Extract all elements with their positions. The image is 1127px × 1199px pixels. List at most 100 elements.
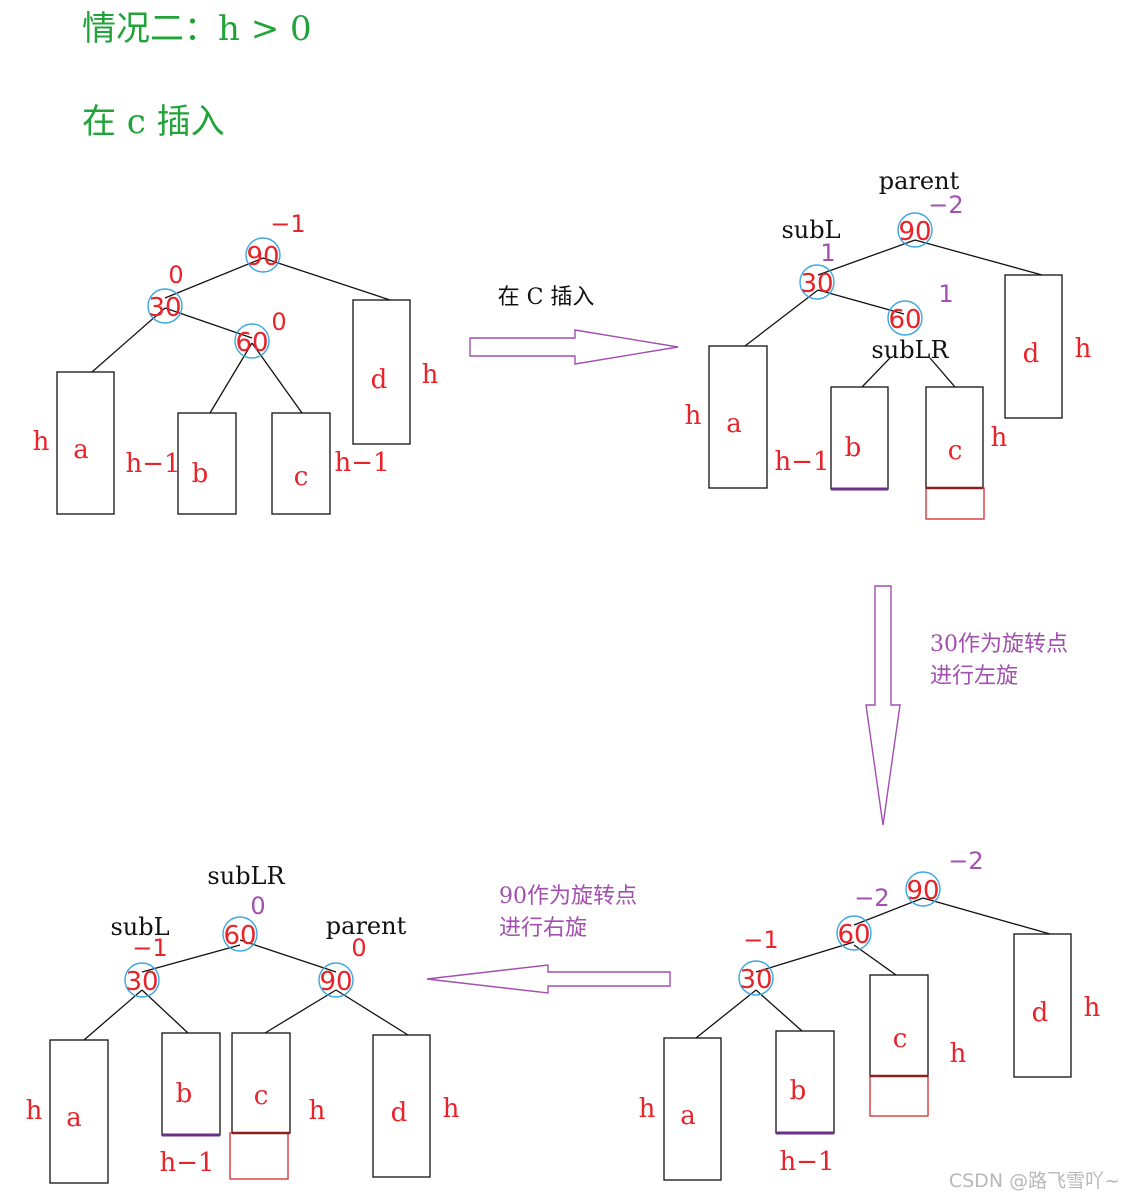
subtree-box-a	[56, 371, 115, 515]
box-label-a: a	[726, 409, 742, 439]
balance-30: −1	[132, 934, 167, 962]
subtree-box-d	[1013, 933, 1072, 1078]
height-b: h−1	[159, 1148, 214, 1178]
title-insert-at-c: 在 c 插入	[82, 102, 225, 142]
balance-90: −2	[928, 191, 963, 219]
balance-90: −1	[270, 210, 305, 238]
node-circle	[147, 288, 183, 324]
node-30: 30	[125, 967, 158, 997]
node-30: 30	[739, 965, 772, 995]
subtree-box-a	[663, 1037, 722, 1181]
node-90: 90	[246, 242, 279, 272]
edge	[929, 357, 956, 388]
node-circle	[897, 212, 933, 248]
box-label-c: c	[254, 1081, 269, 1111]
node-circle	[836, 915, 872, 951]
balance-30: −1	[743, 926, 778, 954]
balance-90: −2	[948, 847, 983, 875]
tree-3: 90 60 30 −2 −2 −1 a b c d h h−1 h h	[639, 847, 1101, 1181]
edge	[164, 257, 264, 299]
node-circle	[799, 264, 835, 300]
edge	[755, 989, 803, 1032]
subtree-box-d	[1004, 274, 1063, 419]
box-label-d: d	[1032, 998, 1049, 1028]
edge	[922, 897, 1051, 935]
node-30: 30	[800, 269, 833, 299]
node-90: 90	[906, 876, 939, 906]
node-60: 60	[223, 921, 256, 951]
node-circle	[738, 960, 774, 996]
note-right-rotate-line2: 进行右旋	[499, 916, 587, 941]
balance-60: 0	[250, 892, 265, 920]
height-d: h	[422, 360, 439, 390]
height-d: h	[1075, 334, 1092, 364]
box-label-a: a	[73, 435, 89, 465]
edge	[209, 342, 253, 414]
edge	[817, 239, 916, 276]
node-circle	[222, 916, 258, 952]
subtree-box-a	[49, 1039, 109, 1184]
node-circle	[905, 871, 941, 907]
node-60: 60	[837, 920, 870, 950]
node-circle	[887, 300, 923, 336]
node-90: 90	[898, 217, 931, 247]
tree-4: 60 30 90 subLR subL parent 0 −1 0 a b c …	[26, 862, 460, 1184]
node-circle	[318, 962, 354, 998]
title-case-two: 情况二：h > 0	[82, 9, 312, 49]
box-label-c: c	[893, 1024, 908, 1054]
balance-30: 0	[168, 261, 183, 289]
height-c: h	[991, 423, 1008, 453]
balance-60: 1	[938, 280, 953, 308]
label-subL: subL	[110, 913, 169, 941]
node-90: 90	[319, 967, 352, 997]
label-parent: parent	[326, 912, 407, 940]
edge	[141, 944, 241, 973]
node-circle	[245, 237, 281, 273]
balance-60: −2	[854, 884, 889, 912]
edge	[141, 989, 189, 1034]
tree-1: 90 30 60 −1 0 0 a b c d h h−1 h−1 h	[33, 210, 439, 515]
edge	[83, 989, 143, 1041]
box-label-d: d	[1023, 339, 1040, 369]
edge	[861, 357, 891, 388]
down-arrow-icon	[865, 585, 901, 826]
label-subLR: subLR	[871, 336, 949, 364]
box-label-c: c	[948, 436, 963, 466]
right-arrow-icon	[469, 329, 679, 365]
balance-60: 0	[271, 308, 286, 336]
node-60: 60	[235, 328, 268, 358]
height-d: h	[443, 1094, 460, 1124]
label-parent: parent	[879, 167, 960, 195]
balance-30: 1	[820, 239, 835, 267]
height-b: h−1	[774, 447, 829, 477]
height-d: h	[1084, 993, 1101, 1023]
height-a: h	[639, 1094, 656, 1124]
note-left-rotate-line1: 30作为旋转点	[930, 632, 1068, 657]
node-circle	[124, 962, 160, 998]
box-label-b: b	[790, 1076, 807, 1106]
height-a: h	[26, 1096, 43, 1126]
height-b: h−1	[779, 1147, 834, 1177]
box-label-d: d	[371, 365, 388, 395]
box-label-b: b	[192, 459, 209, 489]
label-subLR: subLR	[207, 862, 285, 890]
label-subL: subL	[781, 216, 840, 244]
edge	[264, 989, 337, 1034]
left-arrow-icon	[426, 964, 671, 994]
note-right-rotate-line1: 90作为旋转点	[499, 884, 637, 909]
note-left-rotate-line2: 进行左旋	[930, 664, 1018, 689]
edge	[914, 239, 1043, 276]
box-label-c: c	[294, 462, 309, 492]
height-a: h	[33, 427, 50, 457]
height-c: h	[309, 1096, 326, 1126]
inserted-level-c	[869, 1075, 929, 1117]
box-label-b: b	[176, 1079, 193, 1109]
edge	[335, 989, 409, 1036]
edge	[744, 289, 819, 347]
balance-90: 0	[351, 934, 366, 962]
subtree-box-a	[708, 345, 768, 489]
arrow-insert: 在 C 插入	[469, 285, 679, 365]
edge	[755, 941, 855, 973]
